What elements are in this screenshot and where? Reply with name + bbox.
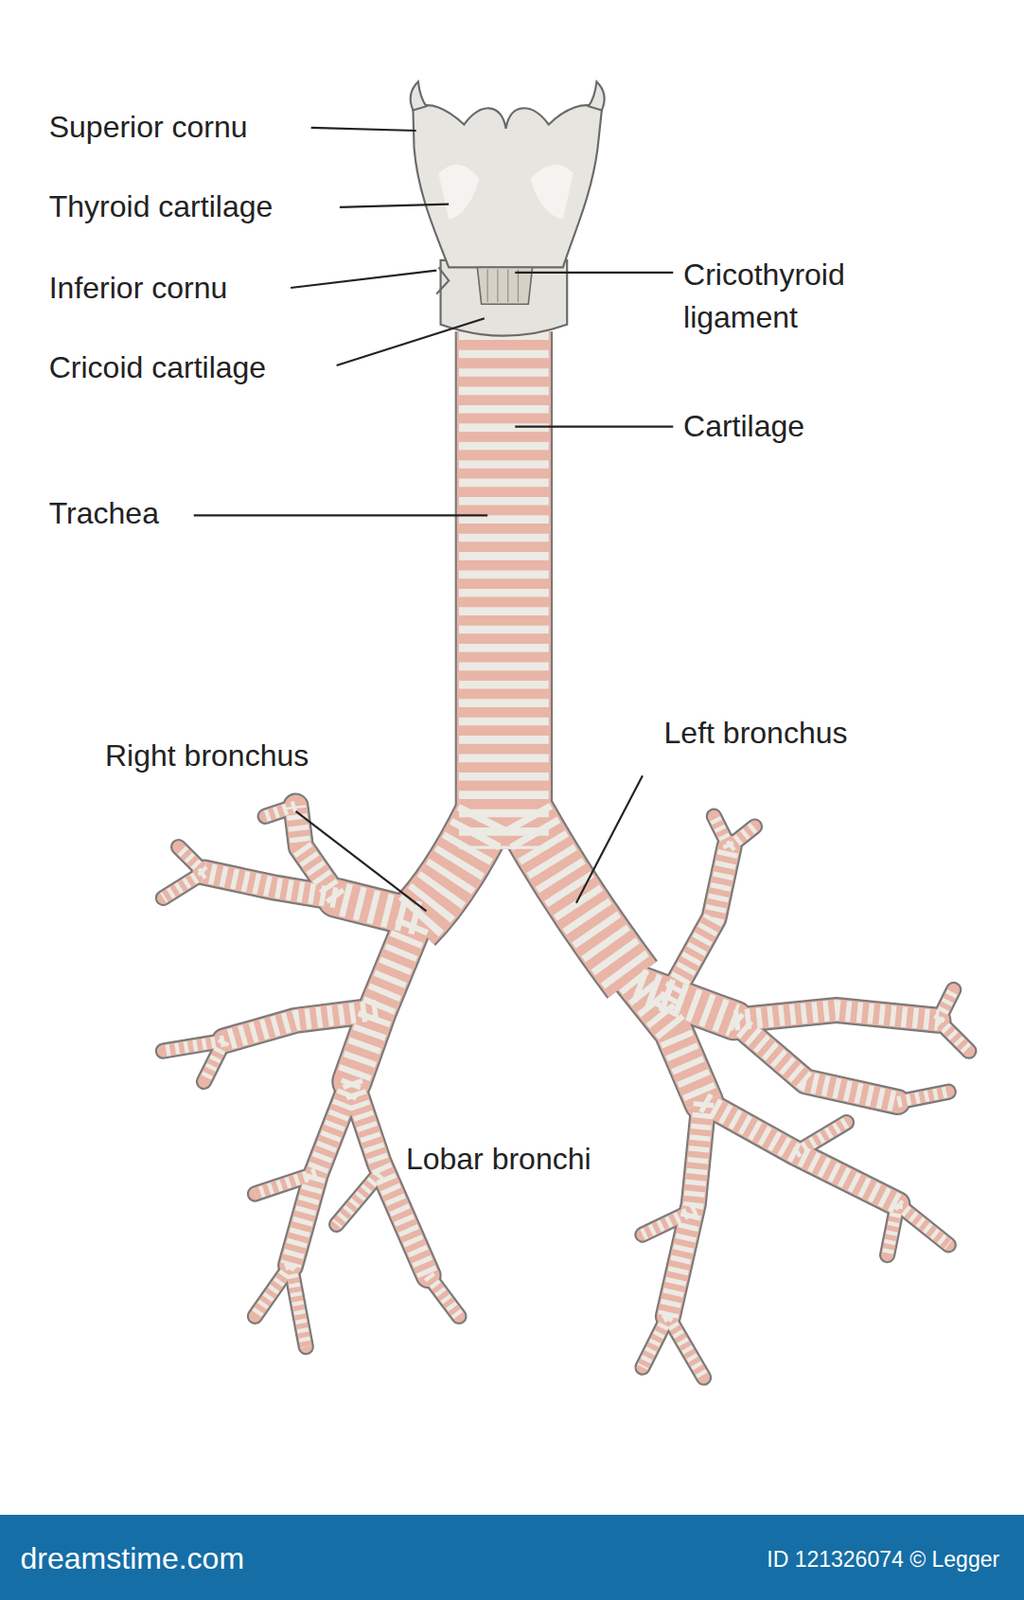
part-label: Cartilage [683, 405, 805, 448]
part-label: Left bronchus [664, 711, 848, 755]
part-label: Thyroid cartilage [49, 185, 274, 229]
watermark-text: ID 121326074 © Legger [766, 1543, 1000, 1574]
part-label: Lobar bronchi [406, 1137, 592, 1181]
watermark-text: dreamstime.com [20, 1536, 246, 1580]
part-label: Cricoid cartilage [49, 346, 266, 389]
part-label: Cricothyroid ligament [683, 253, 911, 339]
part-label: Superior cornu [49, 105, 248, 149]
part-label: Inferior cornu [49, 266, 229, 310]
part-label: Trachea [49, 492, 159, 535]
part-label: Right bronchus [105, 734, 309, 777]
